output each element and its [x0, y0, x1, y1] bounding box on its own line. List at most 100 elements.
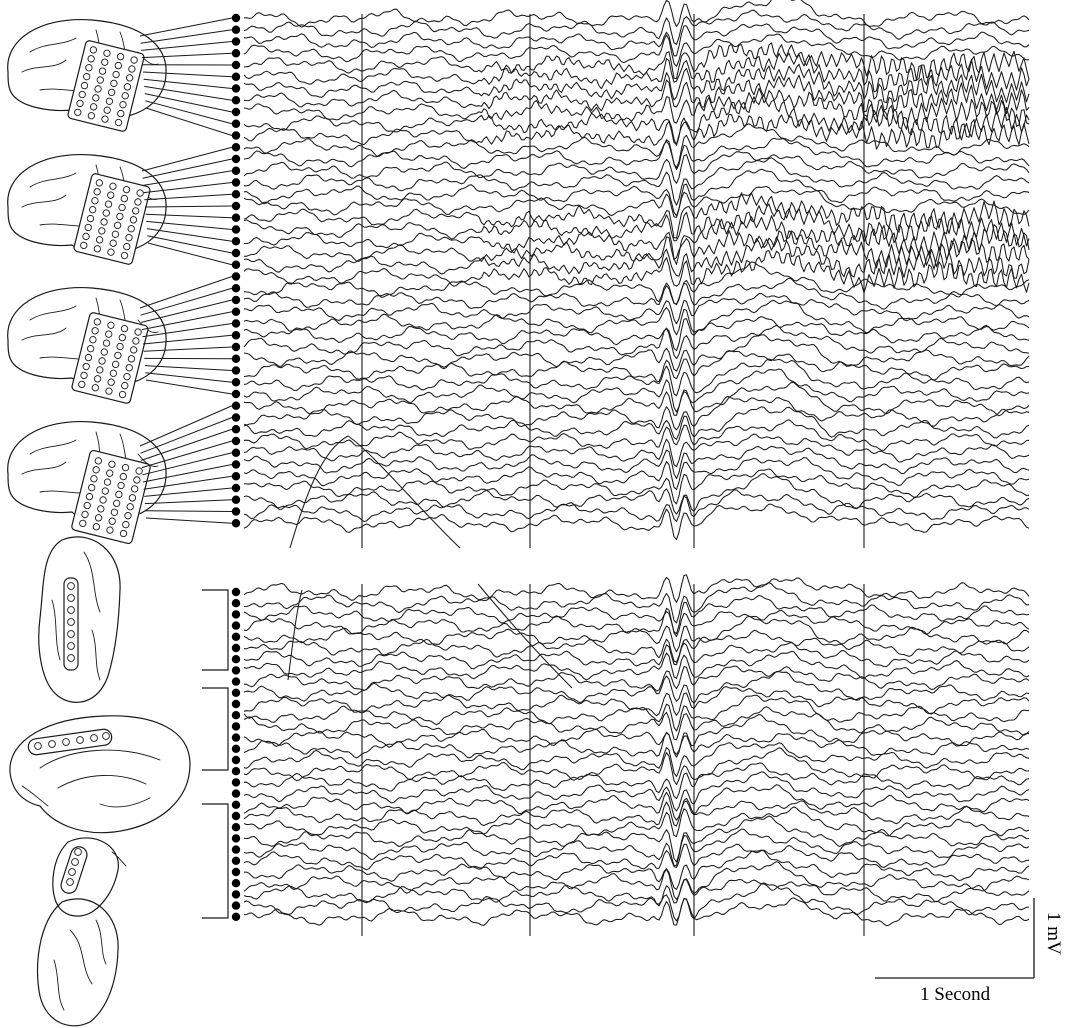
electrode-contact	[91, 327, 99, 335]
electrode-contact	[92, 523, 101, 531]
eeg-trace	[243, 406, 1030, 440]
electrode-contact	[67, 630, 75, 638]
electrode-contact	[119, 529, 128, 538]
channel-dot	[231, 260, 241, 269]
electrode-contact	[93, 375, 102, 383]
lead-line	[147, 235, 233, 254]
channel-dot	[231, 284, 241, 293]
eeg-trace	[243, 87, 1030, 130]
electrode-contact	[134, 198, 142, 206]
electrode-contact	[87, 55, 95, 63]
channel-dot	[231, 621, 241, 630]
eeg-trace	[243, 615, 1030, 653]
eeg-trace	[243, 94, 1030, 146]
eeg-trace	[243, 168, 1030, 217]
lead-line	[142, 71, 233, 78]
channel-dot	[231, 213, 241, 222]
electrode-contact	[90, 475, 98, 483]
eeg-trace	[243, 23, 1030, 57]
electrode-contact	[116, 342, 124, 351]
lateral-brain-with-electrode-grid-icon	[7, 420, 167, 545]
grid-contacts	[78, 318, 142, 399]
eeg-trace	[243, 828, 1030, 867]
electrode-contact	[79, 519, 87, 528]
eeg-trace	[243, 457, 1030, 491]
channel-dot	[231, 225, 241, 234]
channel-dot	[231, 789, 241, 798]
electrode-contact	[134, 328, 142, 336]
grid-contacts	[80, 179, 144, 260]
electrode-contact	[126, 503, 134, 511]
lead-line	[139, 405, 233, 447]
electrode-contact	[128, 494, 137, 502]
electrode-contact	[106, 469, 114, 477]
electrode-contact	[107, 321, 115, 329]
lead-line	[141, 440, 233, 469]
electrode-contact	[121, 463, 130, 472]
eeg-trace	[243, 706, 1030, 741]
eeg-trace	[243, 123, 1030, 169]
electrode-contact	[101, 487, 109, 495]
artifact-line	[289, 435, 461, 549]
electrode-contact	[103, 106, 111, 114]
lead-line	[141, 428, 233, 461]
electrode-contact	[48, 740, 56, 748]
group-bracket	[202, 803, 229, 919]
electrode-contact	[133, 476, 141, 484]
electrode-contact	[118, 203, 126, 212]
electrode-contact	[100, 218, 108, 226]
electrode-contact	[78, 380, 86, 389]
channel-dot	[231, 890, 241, 899]
lead-line	[144, 487, 233, 497]
channel-dot	[231, 272, 241, 281]
electrode-contact	[85, 64, 93, 72]
eeg-trace	[243, 607, 1030, 638]
lead-line	[142, 334, 233, 345]
electrode-contact	[82, 362, 90, 371]
lead-line	[145, 100, 233, 125]
grid-contacts	[79, 457, 143, 538]
eeg-trace	[243, 797, 1030, 827]
electrode-contact	[120, 194, 128, 203]
eeg-trace	[243, 433, 1030, 468]
channel-dot	[231, 425, 241, 434]
electrode-contact	[68, 868, 76, 876]
electrode-contact	[110, 508, 119, 516]
lead-line	[141, 299, 233, 323]
channel-dot	[231, 722, 241, 731]
electrode-contact	[108, 460, 116, 468]
electrode-contact	[109, 239, 117, 247]
electrode-contact	[83, 73, 91, 81]
electrode-contact	[135, 467, 143, 475]
channel-dot	[231, 319, 241, 328]
channel-dot	[231, 688, 241, 697]
channel-electrode-dots	[231, 13, 241, 921]
electrode-contact	[78, 90, 86, 99]
electrode-contact	[99, 496, 107, 504]
eeg-trace	[243, 74, 1030, 116]
electrode-contact	[119, 101, 127, 109]
electrode-contact	[121, 92, 129, 100]
electrode-contact	[85, 492, 94, 501]
electrode-contact	[104, 200, 113, 208]
eeg-trace	[244, 215, 1030, 265]
lead-line	[143, 78, 233, 89]
electrode-contact	[89, 336, 97, 344]
lead-line	[145, 213, 233, 219]
eeg-trace	[243, 574, 1030, 603]
channel-dot	[231, 755, 241, 765]
eeg-trace	[243, 42, 1030, 81]
electrode-contact	[132, 207, 140, 215]
channel-dot	[231, 495, 241, 504]
lead-line	[143, 475, 233, 490]
electrode-contact	[80, 241, 88, 250]
electrode-contact	[67, 654, 75, 662]
eeg-trace	[243, 445, 1030, 480]
lead-line	[139, 17, 233, 37]
electrode-contact	[123, 373, 131, 381]
voltage-scale-label: 1 mV	[1043, 912, 1064, 955]
electrode-contact	[128, 65, 136, 73]
channel-dot	[231, 295, 241, 305]
electrode-contact	[129, 216, 138, 224]
channel-dot	[231, 178, 241, 187]
